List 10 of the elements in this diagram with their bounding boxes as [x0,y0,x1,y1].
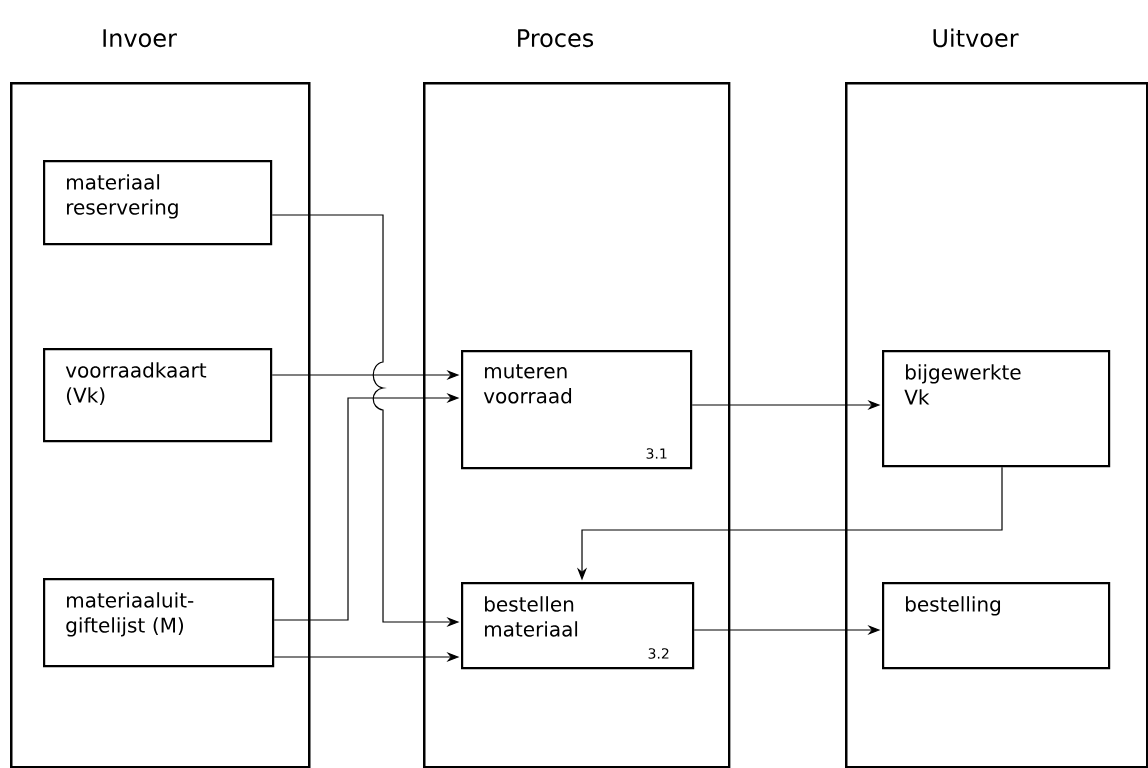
process-box: voorraadkaart (Vk) [43,348,273,443]
process-box: muteren voorraad 3.1 [461,350,693,470]
node-label: Uitvoer [933,28,1019,48]
process-box: bijgewerkte Vk [882,350,1111,468]
node-label: Invoer [103,29,177,48]
process-box: materiaaluit-giftelijst (M) [43,578,275,668]
node-label: Proces [518,29,594,48]
process-box: bestelling [882,582,1111,670]
process-box: materiaal reservering [43,160,273,246]
process-box: bestellen materiaal 3.2 [461,582,695,670]
